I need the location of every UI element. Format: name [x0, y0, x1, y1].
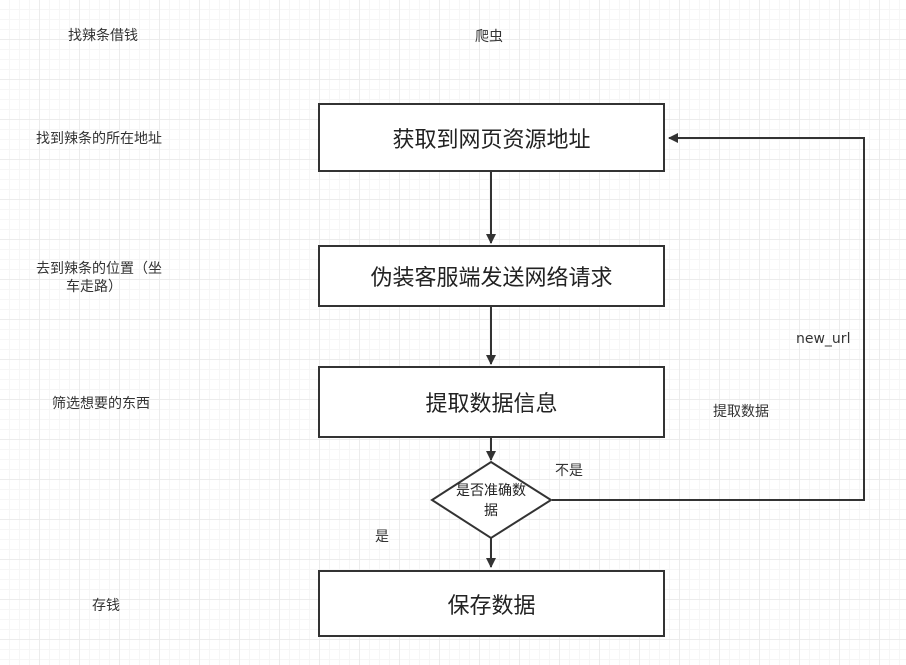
- flow-header: 爬虫: [475, 29, 503, 45]
- left-step-filter: 筛选想要的东西: [52, 396, 150, 412]
- node-save: 保存数据: [318, 570, 665, 637]
- edge-label-new-url: new_url: [796, 331, 851, 347]
- left-column-header: 找辣条借钱: [68, 28, 138, 44]
- node-extract: 提取数据信息: [318, 366, 665, 438]
- left-step-find-address: 找到辣条的所在地址: [36, 131, 162, 147]
- decision-diamond: [430, 460, 553, 540]
- node-save-label: 保存数据: [447, 593, 536, 619]
- left-step-go-location-line2: 车走路）: [66, 279, 122, 295]
- edge-label-yes: 是: [375, 529, 389, 545]
- left-step-go-location-line1: 去到辣条的位置（坐: [36, 261, 162, 277]
- node-extract-label: 提取数据信息: [425, 392, 558, 417]
- edge-label-no: 不是: [555, 463, 583, 479]
- node-send-request: 伪装客服端发送网络请求: [318, 245, 665, 307]
- edge-label-extract-data: 提取数据: [713, 404, 769, 420]
- left-step-save-money: 存钱: [92, 598, 120, 614]
- decision-label-line2: 据: [484, 503, 498, 519]
- decision-label-line1: 是否准确数: [456, 483, 526, 499]
- decision-label: 是否准确数 据: [439, 481, 543, 521]
- node-get-url: 获取到网页资源地址: [318, 103, 665, 172]
- node-send-request-label: 伪装客服端发送网络请求: [370, 266, 613, 291]
- edge-decision-loop-back: [552, 133, 865, 501]
- node-get-url-label: 获取到网页资源地址: [392, 127, 591, 153]
